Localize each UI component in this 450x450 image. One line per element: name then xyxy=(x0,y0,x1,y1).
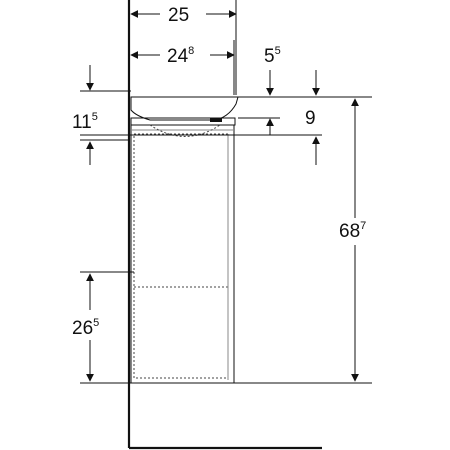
basin-offset-sup: 5 xyxy=(275,45,281,57)
svg-text:9: 9 xyxy=(305,108,316,129)
basin-rim xyxy=(130,117,236,126)
svg-text:115: 115 xyxy=(72,111,98,133)
svg-text:25: 25 xyxy=(168,5,189,26)
basin-bowl xyxy=(130,96,239,121)
cabinet-inner-outline xyxy=(133,133,229,379)
svg-text:265: 265 xyxy=(72,317,99,339)
basin-height-value: 11 xyxy=(72,112,92,133)
wall-and-floor xyxy=(127,0,322,450)
cabinet-body xyxy=(130,124,235,384)
lower-height-sup: 5 xyxy=(93,317,99,329)
dimension-basin-offset: 55 xyxy=(264,45,320,96)
dimension-inner-width: 248 xyxy=(130,40,235,95)
dimension-total-height: 687 xyxy=(339,98,366,382)
overall-width-value: 25 xyxy=(168,5,189,26)
lower-height-value: 26 xyxy=(72,318,93,339)
basin-drain xyxy=(210,118,222,122)
svg-text:687: 687 xyxy=(339,220,366,242)
siphon-outline xyxy=(149,124,221,137)
svg-text:55: 55 xyxy=(264,45,281,67)
rim-to-top-value: 9 xyxy=(305,108,316,129)
washbasin xyxy=(130,96,239,137)
inner-width-sup: 8 xyxy=(188,45,194,57)
dimension-overall-width: 25 xyxy=(130,0,237,95)
total-height-sup: 7 xyxy=(360,220,366,232)
basin-height-sup: 5 xyxy=(92,111,98,123)
basin-offset-value: 5 xyxy=(264,46,275,67)
reference-lines xyxy=(80,90,372,384)
inner-width-value: 24 xyxy=(167,46,189,67)
cabinet xyxy=(130,124,235,384)
dimension-lower-height: 265 xyxy=(72,273,99,382)
total-height-value: 68 xyxy=(339,221,360,242)
svg-text:248: 248 xyxy=(167,45,194,67)
dimension-basin-height: 115 xyxy=(72,65,98,165)
dimension-rim-to-top: 9 xyxy=(266,108,320,165)
